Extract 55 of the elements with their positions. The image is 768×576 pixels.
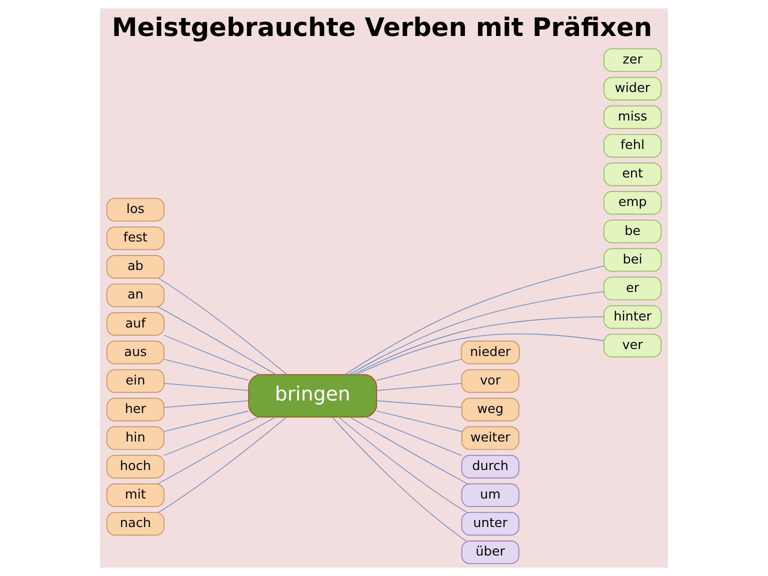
node-box: wider [604,76,662,100]
node-box: emp [604,191,662,215]
node-box: ver [604,334,662,358]
node-box: fehl [604,134,662,158]
connector [164,334,260,376]
node-box: ein [106,369,164,393]
connector [349,416,468,484]
node-box: nach [106,512,164,536]
connector [348,291,604,375]
node-box: durch [461,454,520,478]
connector [376,400,462,408]
node-box: weiter [461,426,520,450]
connector [352,316,604,375]
node-box: bei [604,248,662,272]
node-box: um [461,483,520,508]
connector [164,382,249,391]
connector [164,358,249,381]
node-box: be [604,220,662,244]
connector [164,400,249,408]
connector [376,410,462,432]
connector [356,334,604,375]
node-box: aus [106,340,164,364]
node-box: zer [604,48,662,72]
connector [164,410,249,432]
node-box: über [461,540,520,564]
node-box: bringen [248,374,378,418]
connector [158,416,287,513]
node-box: mit [106,483,164,508]
node-box: vor [461,369,520,393]
node-box: weg [461,398,520,422]
connector [157,416,276,484]
connector [158,278,288,375]
node-box: ent [604,162,662,186]
connector [338,416,468,513]
node-box: hin [106,426,164,450]
node-box: fest [106,226,164,250]
connector [366,416,462,456]
connector [376,359,462,381]
node-box: hinter [604,305,662,329]
diagram-title: Meistgebrauchte Verben mit Präfixen [112,12,652,43]
node-box: miss [604,105,662,130]
connector [164,416,260,456]
node-box: nieder [460,340,520,364]
node-box: auf [106,312,164,336]
node-box: her [106,398,164,422]
connector [376,382,462,391]
node-box: er [604,276,662,300]
node-box: los [106,198,164,222]
node-box: unter [461,512,520,536]
connector [344,266,604,375]
node-box: hoch [106,454,164,478]
connector [332,416,467,542]
connector [157,306,276,375]
node-box: an [106,284,164,308]
node-box: ab [106,255,164,279]
